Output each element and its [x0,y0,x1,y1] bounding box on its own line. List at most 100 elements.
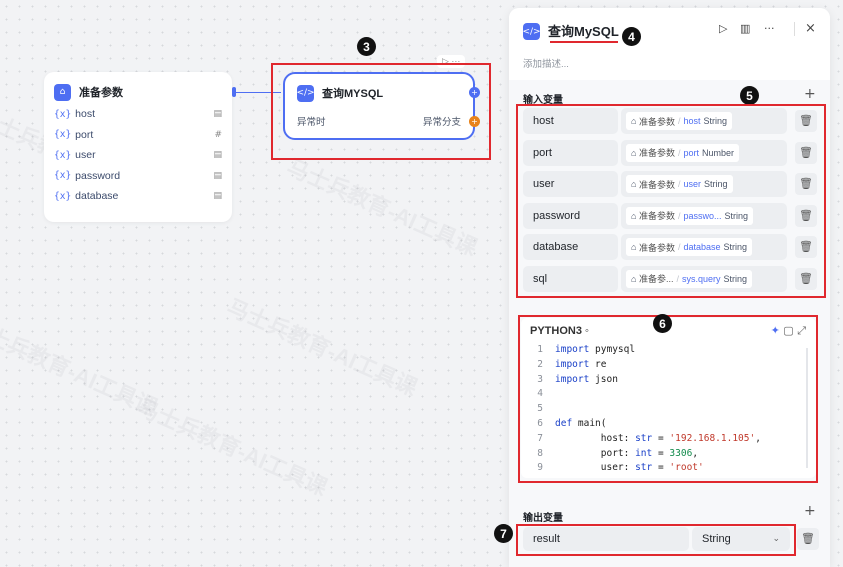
add-output-icon[interactable]: + [804,503,816,519]
line-number: 8 [537,447,543,459]
param-name: host [75,108,96,121]
number-type-icon: # [214,129,222,140]
add-input-icon[interactable]: + [804,86,816,102]
param-row[interactable]: {x}host▤ [54,104,222,125]
mysql-node[interactable]: </> 查询MYSQL 异常时 异常分支 [283,72,475,140]
home-icon: ⌂ [631,210,639,221]
param-row[interactable]: {x}port# [54,125,222,146]
reference-type: String [723,242,748,252]
watermark: 马士兵教育-AI工具课 [0,314,161,421]
code-token: = [652,462,670,474]
delete-icon[interactable]: 🗑 [795,141,817,164]
close-icon[interactable]: × [805,21,816,36]
input-variable-name[interactable]: port [523,139,618,166]
description-input[interactable]: 添加描述... [523,59,569,70]
ai-assist-icon[interactable]: ✦ [770,324,780,337]
output-name-field[interactable]: result [523,527,689,551]
delete-icon[interactable]: 🗑 [795,204,817,227]
delete-icon[interactable]: 🗑 [795,236,817,258]
code-token: import [555,373,590,385]
home-icon: ⌂ [631,179,639,189]
code-line: 9 user: str = 'root' [521,461,816,476]
panel-title[interactable]: 查询MySQL [548,24,619,39]
line-number: 1 [537,344,543,355]
reference-separator: / [677,116,681,126]
layout-icon[interactable]: ▥ [740,22,751,35]
param-name: port [75,128,94,141]
code-token: host: [555,432,636,444]
home-icon: ⌂ [631,116,639,126]
code-token: user: [555,462,636,474]
input-variable-name[interactable]: password [523,202,618,229]
params-node-header: ⌂ 准备参数 [54,80,222,104]
input-variable-name[interactable]: user [523,171,618,197]
reference-source: 准备参数 [638,148,675,158]
exception-port[interactable]: + [469,116,480,127]
params-node[interactable]: ⌂ 准备参数 {x}host▤{x}port#{x}user▤{x}passwo… [44,72,232,222]
output-row: result String⌄ 🗑 [523,527,823,551]
annotation-badge-3: 3 [357,37,376,56]
delete-icon[interactable]: 🗑 [797,528,819,550]
reference-type: String [703,179,728,189]
code-token: = [652,447,670,459]
exception-row: 异常时 异常分支 [297,114,461,128]
reference-type: String [723,273,747,284]
code-icon: </> [296,84,315,102]
exception-branch-label: 异常分支 [422,117,461,128]
run-icon[interactable]: ▷ [719,22,728,35]
params-list: {x}host▤{x}port#{x}user▤{x}password▤{x}d… [54,104,222,207]
reference-type: String [703,116,727,126]
delete-icon[interactable]: 🗑 [795,110,817,132]
output-type-select[interactable]: String⌄ [692,527,790,551]
code-line: 5 [521,402,816,417]
reference-source: 准备参数 [638,242,675,253]
delete-icon[interactable]: 🗑 [795,267,817,290]
delete-icon[interactable]: 🗑 [795,173,817,195]
params-output-handle[interactable] [232,87,236,97]
home-icon: ⌂ [54,83,71,101]
code-scrollbar[interactable] [806,348,808,468]
exception-label: 异常时 [297,117,326,128]
line-number: 2 [537,358,543,370]
expand-icon[interactable]: ⤢ [797,324,806,337]
code-token: '192.168.1.105' [669,432,756,444]
watermark: 马士兵教育-AI工具课 [223,294,421,401]
more-icon[interactable]: ··· [764,22,775,35]
input-variable-name[interactable]: database [523,234,618,260]
reference-type: Number [701,147,734,158]
params-node-title: 准备参数 [79,87,123,99]
param-row[interactable]: {x}database▤ [54,186,222,207]
param-name: password [75,169,121,182]
code-token: re [589,358,607,370]
reference-source: 准备参数 [638,211,675,221]
param-row[interactable]: {x}user▤ [54,145,222,166]
watermark: 马士兵教育-AI工具课 [283,154,481,261]
language-select[interactable]: PYTHON3 ◦ [530,325,589,337]
reference-variable: sys.query [681,273,721,284]
line-number: 3 [537,373,543,385]
text-type-icon: ▤ [213,191,222,202]
variable-reference-select[interactable]: ⌂ 准备参数/passwo...String [621,202,787,229]
param-row[interactable]: {x}password▤ [54,166,222,187]
annotation-box-output [516,524,796,556]
output-section-title: 输出变量 [523,513,563,524]
input-variable-name[interactable]: host [523,108,618,134]
annotation-badge-5: 5 [740,86,759,105]
input-variable-name[interactable]: sql [523,265,618,292]
success-port[interactable]: + [469,87,480,98]
copy-icon[interactable]: ▢ [783,324,798,337]
toolbar-divider [794,22,795,36]
